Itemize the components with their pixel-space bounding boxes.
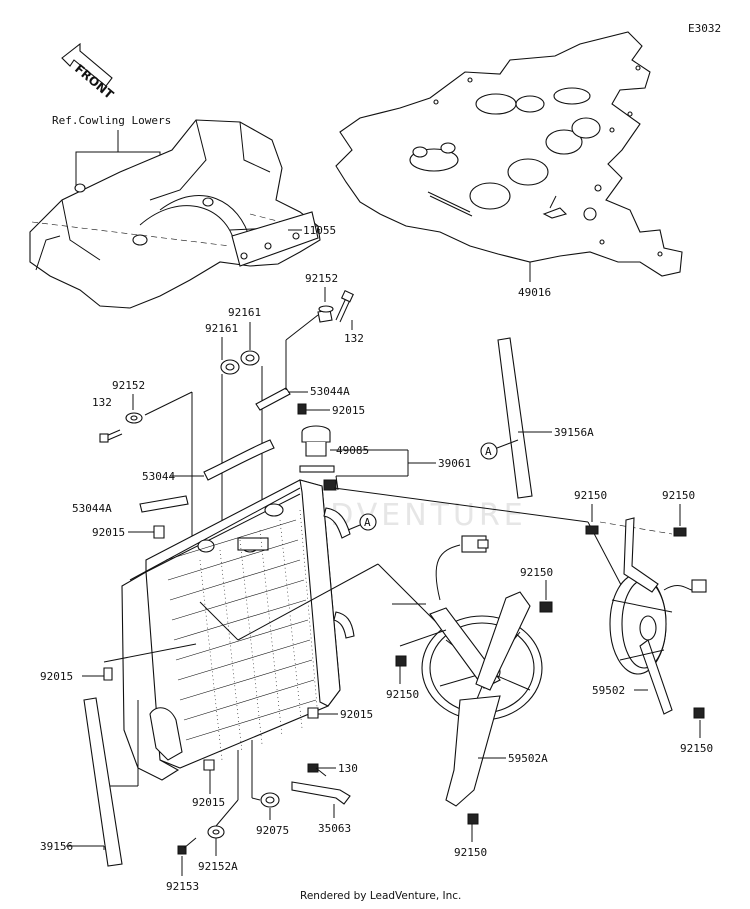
nut-92150-bottom [467, 813, 479, 825]
part-92075: 92075 [256, 824, 289, 837]
part-53044: 53044 [142, 470, 175, 483]
clip-92015-left [153, 525, 165, 539]
part-39156A: 39156A [554, 426, 594, 439]
part-130: 130 [338, 762, 358, 775]
diagram-code: E3032 [688, 22, 721, 35]
heat-shield-plate [335, 31, 683, 277]
grommet-92075 [260, 792, 280, 808]
part-92150-fan-left: 92150 [386, 688, 419, 701]
cooling-fan-59502 [609, 517, 707, 715]
grommet-92152-top [317, 305, 334, 323]
radiator-cap-49085 [301, 425, 331, 457]
part-59502A: 59502A [508, 752, 548, 765]
clip-92015-bottom [203, 759, 215, 771]
part-49085: 49085 [336, 444, 369, 457]
hose-53044 [203, 439, 275, 481]
part-53044A-lower: 53044A [72, 502, 112, 515]
front-arrow-icon: FRONT [61, 42, 117, 102]
nut-92150-top-left [585, 525, 599, 535]
bracket-35063 [291, 781, 351, 805]
part-92015-left: 92015 [92, 526, 125, 539]
part-92150-bottom: 92150 [454, 846, 487, 859]
nut-92150-fan-left [395, 655, 407, 667]
clip-92015-upper [297, 403, 307, 415]
part-92015-right-lower: 92015 [340, 708, 373, 721]
part-92161-lower: 92161 [205, 322, 238, 335]
part-59502: 59502 [592, 684, 625, 697]
footer-credit: Rendered by LeadVenture, Inc. [300, 890, 461, 902]
part-92152-top: 92152 [305, 272, 338, 285]
part-11055: 11055 [303, 224, 336, 237]
part-39156: 39156 [40, 840, 73, 853]
part-132-top: 132 [344, 332, 364, 345]
part-49016: 49016 [518, 286, 551, 299]
bolt-132-top [335, 289, 354, 323]
ref-note: Ref.Cowling Lowers [52, 114, 171, 127]
part-92152-left: 92152 [112, 379, 145, 392]
part-92152A: 92152A [198, 860, 238, 873]
part-53044A-upper: 53044A [310, 385, 350, 398]
part-132-left: 132 [92, 396, 112, 409]
nut-92150-center [539, 601, 553, 613]
rubber-mount-92161-b [220, 359, 240, 375]
seal-strip-39156 [83, 697, 123, 867]
seal-strip-39156A [497, 337, 533, 499]
rubber-mount-92161-a [240, 350, 260, 366]
cowling-inner-panel [29, 119, 321, 309]
nut-92150-right-bottom [693, 707, 705, 719]
part-92150-center: 92150 [520, 566, 553, 579]
bolt-92153 [177, 837, 197, 855]
nut-92150-top-right [673, 527, 687, 537]
callout-a-right: A [480, 442, 498, 460]
part-92153: 92153 [166, 880, 199, 893]
bolt-130 [307, 763, 327, 777]
radiator [121, 479, 355, 781]
part-92015-bottom: 92015 [192, 796, 225, 809]
grommet-92152-left [125, 412, 143, 424]
part-92015-upper: 92015 [332, 404, 365, 417]
svg-text:A: A [485, 445, 492, 458]
part-35063: 35063 [318, 822, 351, 835]
drain-39061 [299, 465, 337, 491]
clip-92015-right-lower [307, 707, 319, 719]
part-39061: 39061 [438, 457, 471, 470]
part-92161-upper: 92161 [228, 306, 261, 319]
hose-53044A-upper [255, 387, 291, 411]
cooling-fan-59502A [421, 535, 543, 807]
callout-a-left: A [359, 513, 377, 531]
part-92150-top-right: 92150 [662, 489, 695, 502]
part-92150-right-bottom: 92150 [680, 742, 713, 755]
hose-53044A-lower [139, 495, 189, 513]
part-92150-top-left: 92150 [574, 489, 607, 502]
bolt-132-left [99, 429, 123, 443]
svg-text:A: A [364, 516, 371, 529]
clip-92015-left-bottom [103, 667, 113, 681]
part-92015-left-bottom: 92015 [40, 670, 73, 683]
washer-92152A [207, 825, 225, 839]
